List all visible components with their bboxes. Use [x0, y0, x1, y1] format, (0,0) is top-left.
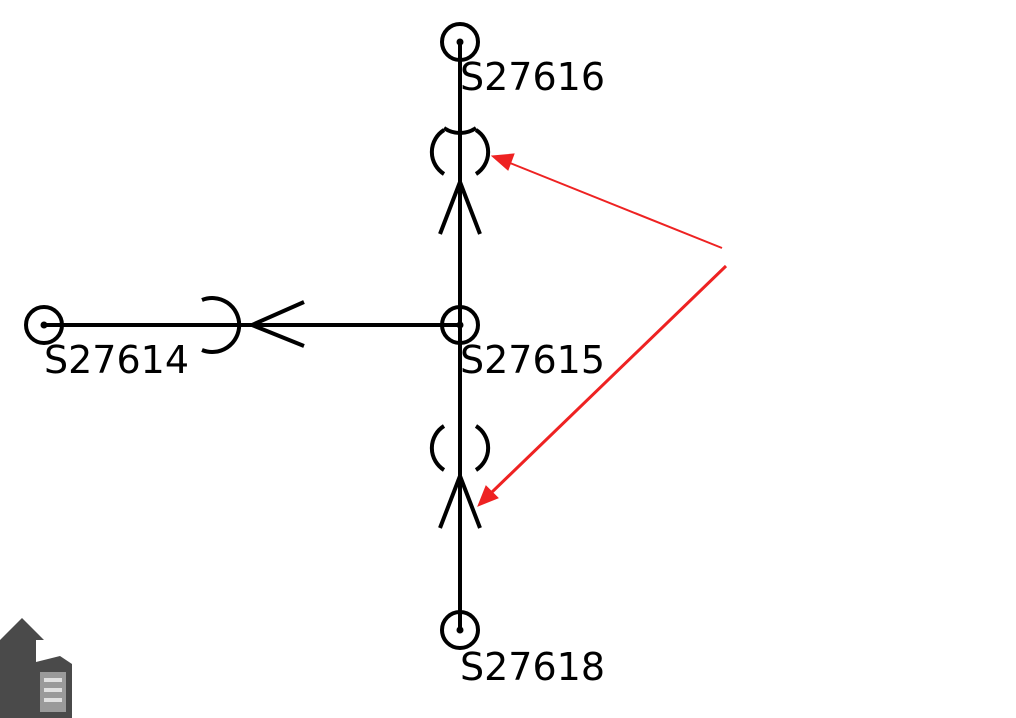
- connector-left: [201, 296, 305, 354]
- socket-symbol: [474, 128, 491, 176]
- socket-symbol: [429, 128, 446, 176]
- annotation-arrowhead-lower: [477, 485, 499, 507]
- socket-symbol: [474, 424, 491, 472]
- socket-symbol: [442, 126, 478, 136]
- annotation-arrowhead-upper: [490, 153, 515, 171]
- node-ring: [440, 305, 480, 345]
- socket-symbol: [201, 296, 242, 354]
- node-label: S27614: [44, 338, 189, 382]
- annotation-arrow-lower: [488, 264, 728, 496]
- corner-icon-detail: [44, 678, 62, 682]
- socket-symbol: [429, 424, 446, 472]
- annotation-arrow-upper: [509, 162, 723, 249]
- node-label: S27616: [460, 55, 605, 99]
- node-s27618: S27618: [440, 610, 605, 689]
- annotation-arrows: [477, 153, 728, 507]
- corner-icon-detail: [44, 688, 62, 692]
- arrow-head: [438, 176, 482, 235]
- corner-icon-detail: [44, 698, 62, 702]
- arrow-head: [438, 470, 482, 529]
- node-s27615: S27615: [440, 305, 605, 382]
- node-dot: [40, 321, 48, 329]
- node-s27614: S27614: [24, 305, 189, 382]
- connector-upper: [429, 126, 491, 235]
- connector-lower: [429, 424, 491, 529]
- node-dot: [456, 38, 464, 46]
- node-ring: [440, 610, 480, 650]
- node-s27616: S27616: [440, 22, 605, 99]
- node-dot: [456, 321, 464, 329]
- node-dot: [456, 626, 464, 634]
- node-ring: [440, 22, 480, 62]
- node-ring: [24, 305, 64, 345]
- arrow-head: [246, 300, 305, 348]
- node-label: S27618: [460, 645, 605, 689]
- node-label: S27615: [460, 338, 605, 382]
- corner-icon: [0, 618, 72, 718]
